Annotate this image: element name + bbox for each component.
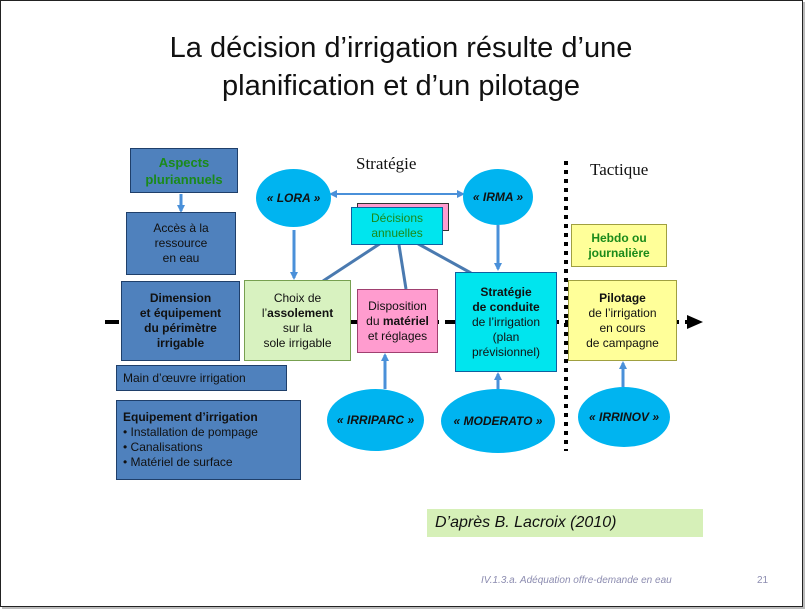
strategie-conduite-box: Stratégie de conduite de l’irrigation (p… xyxy=(455,272,557,372)
irriparc-tool: « IRRIPARC » xyxy=(327,389,424,451)
pilotage-line-3: en cours xyxy=(599,320,646,335)
hebdo-line-1: Hebdo ou xyxy=(591,230,647,245)
lora-tool: « LORA » xyxy=(256,169,331,227)
equipement-item: Matériel de surface xyxy=(123,455,258,470)
decisions-line-1: Décisions xyxy=(370,211,424,225)
equipement-list: Installation de pompage Canalisations Ma… xyxy=(123,425,258,470)
link-decisions-disposition xyxy=(397,244,408,290)
equipement-item: Installation de pompage xyxy=(123,425,258,440)
pilotage-line-1: Pilotage xyxy=(599,290,646,305)
disposition-line-3: et réglages xyxy=(367,328,428,343)
acces-line-2: ressource xyxy=(154,236,208,250)
strategie-line-5: prévisionnel) xyxy=(471,344,541,359)
slide-title: La décision d’irrigation résulte d’une p… xyxy=(41,29,761,105)
decisions-annuelles-box: Décisions annuelles xyxy=(351,207,443,245)
strategie-heading: Stratégie xyxy=(356,154,417,173)
aspects-label: Aspects pluriannuels xyxy=(145,154,223,187)
title-line-1: La décision d’irrigation résulte d’une xyxy=(169,32,633,64)
acces-line-1: Accès à la xyxy=(153,221,209,235)
decisions-line-2: annuelles xyxy=(371,226,423,240)
equipement-title: Equipement d’irrigation xyxy=(123,410,258,424)
choix-line-1: Choix de xyxy=(273,290,322,305)
main-oeuvre-box: Main d’œuvre irrigation xyxy=(116,365,287,391)
equipement-box: Equipement d’irrigation Installation de … xyxy=(116,400,301,480)
pilotage-line-2: de l’irrigation xyxy=(588,305,657,320)
acces-line-3: en eau xyxy=(162,251,200,265)
choix-line-3: sur la xyxy=(282,320,313,335)
strategie-line-2: de conduite xyxy=(472,299,540,314)
strategie-line-4: (plan xyxy=(492,329,520,344)
hebdo-line-2: journalière xyxy=(588,245,650,260)
link-decisions-choix xyxy=(322,239,385,283)
dimension-line-2: et équipement xyxy=(139,306,222,320)
dimension-line-3: du périmètre xyxy=(144,321,217,335)
dimension-line-4: irrigable xyxy=(156,336,205,350)
choix-line-4: sole irrigable xyxy=(263,335,332,350)
disposition-line-2: du matériel xyxy=(366,313,429,328)
hebdo-box: Hebdo ou journalière xyxy=(571,224,667,267)
link-decisions-strategie xyxy=(412,239,472,275)
choix-assolement-box: Choix de l’assolement sur la sole irriga… xyxy=(244,280,351,361)
pilotage-box: Pilotage de l’irrigation en cours de cam… xyxy=(568,280,677,361)
irrinov-tool: « IRRINOV » xyxy=(578,387,670,447)
equipement-item: Canalisations xyxy=(123,440,258,455)
page-number: 21 xyxy=(757,575,769,586)
irma-tool: « IRMA » xyxy=(463,169,533,225)
title-line-2: planification et d’un pilotage xyxy=(222,70,580,102)
dimension-line-1: Dimension xyxy=(149,291,212,305)
tactique-heading: Tactique xyxy=(590,160,649,179)
footer-text: IV.1.3.a. Adéquation offre-demande en ea… xyxy=(481,575,672,586)
disposition-materiel-box: Disposition du matériel et réglages xyxy=(357,289,438,353)
disposition-line-1: Disposition xyxy=(368,298,427,313)
strategie-line-1: Stratégie xyxy=(480,284,532,299)
moderato-tool: « MODERATO » xyxy=(441,389,555,453)
main-oeuvre-label: Main d’œuvre irrigation xyxy=(123,370,246,385)
pilotage-line-4: de campagne xyxy=(586,335,659,350)
reference-caption: D’après B. Lacroix (2010) xyxy=(427,509,703,537)
aspects-pluriannuels-box: Aspects pluriannuels xyxy=(130,148,238,193)
acces-ressource-box: Accès à la ressource en eau xyxy=(126,212,236,275)
strategie-line-3: de l’irrigation xyxy=(471,314,541,329)
dimension-box: Dimension et équipement du périmètre irr… xyxy=(121,281,240,361)
choix-line-2: l’assolement xyxy=(261,305,334,320)
